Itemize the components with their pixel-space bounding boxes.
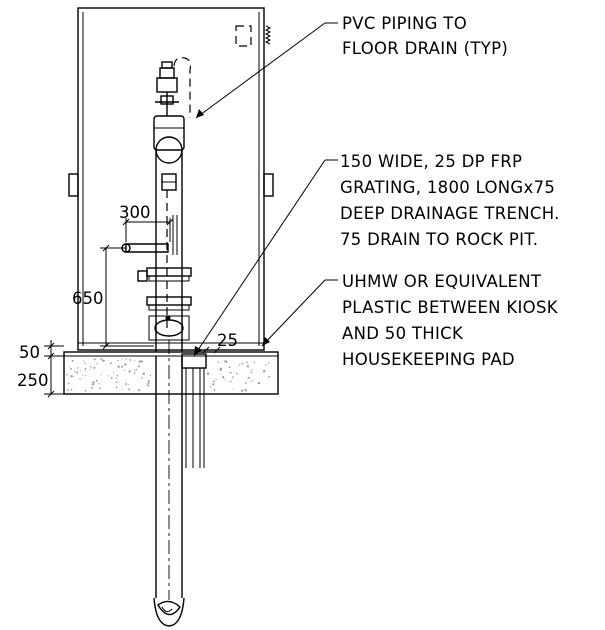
- dimension-50: 50: [19, 340, 64, 394]
- leader-uhmw-plastic: [261, 279, 338, 347]
- note-uhmw-plastic: UHMW OR EQUIVALENT PLASTIC BETWEEN KIOSK…: [342, 272, 559, 369]
- leader-pvc-piping: [195, 22, 338, 119]
- discharge-assembly: [121, 57, 192, 352]
- air-valve-icon: [159, 67, 175, 79]
- dim-650-text: 650: [72, 289, 104, 308]
- dimension-650: 650: [72, 244, 154, 350]
- note-pvc-line-1: PVC PIPING TO: [342, 14, 467, 33]
- note-frp-line-4: 75 DRAIN TO ROCK PIT.: [340, 230, 538, 249]
- vent-outlet-icon: [235, 25, 252, 47]
- dim-250-text: 250: [17, 371, 49, 390]
- note-pvc-piping: PVC PIPING TO FLOOR DRAIN (TYP): [342, 14, 508, 58]
- upper-flange: [146, 267, 192, 277]
- dim-300-text: 300: [119, 203, 151, 222]
- note-frp-line-2: GRATING, 1800 LONGx75: [340, 178, 555, 197]
- kiosk-enclosure: [68, 7, 274, 351]
- note-uhmw-line-1: UHMW OR EQUIVALENT: [342, 272, 542, 291]
- dim-50-text: 50: [19, 343, 40, 362]
- right-hinge-icon: [263, 173, 274, 197]
- check-valve-icon: [154, 319, 184, 337]
- drainage-trench: [181, 353, 207, 468]
- housekeeping-pad: [63, 351, 279, 395]
- note-uhmw-line-2: PLASTIC BETWEEN KIOSK: [342, 298, 559, 317]
- left-hinge-icon: [68, 173, 79, 197]
- pvc-vent-pipe: [173, 57, 192, 118]
- dim-25-text: 25: [217, 331, 238, 350]
- side-tap-icon: [125, 243, 169, 253]
- concrete-hatch: [66, 358, 271, 392]
- riser-pipe: [153, 340, 185, 627]
- dimension-25: 25: [202, 331, 246, 354]
- pressure-gauge-icon: [155, 136, 183, 164]
- note-frp-grating: 150 WIDE, 25 DP FRP GRATING, 1800 LONGx7…: [340, 152, 560, 249]
- note-frp-line-1: 150 WIDE, 25 DP FRP: [340, 152, 522, 171]
- note-pvc-line-2: FLOOR DRAIN (TYP): [342, 39, 508, 58]
- dimension-300: 300: [119, 203, 174, 242]
- note-frp-line-3: DEEP DRAINAGE TRENCH.: [340, 204, 560, 223]
- note-uhmw-line-3: AND 50 THICK: [342, 324, 464, 343]
- leader-frp-grating: [193, 159, 338, 357]
- pipe-end-icon: [157, 600, 181, 616]
- lower-flange: [146, 296, 192, 306]
- note-uhmw-line-4: HOUSEKEEPING PAD: [342, 350, 515, 369]
- wall-bracket-icon: [264, 25, 272, 45]
- dimension-250: 250: [17, 371, 64, 398]
